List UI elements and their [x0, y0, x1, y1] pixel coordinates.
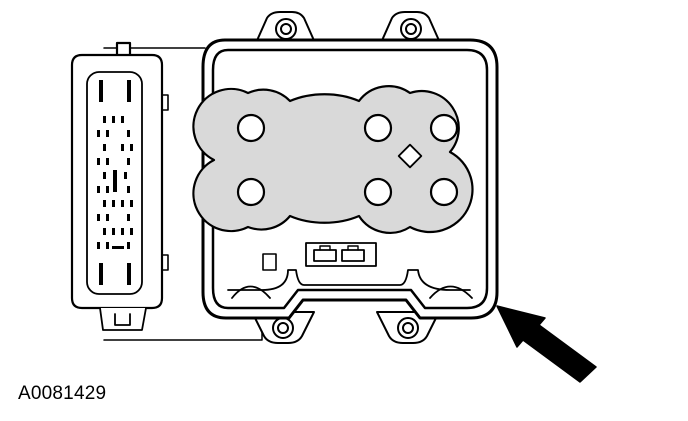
valve-port-2 — [363, 113, 393, 143]
lower-pocket-right — [429, 285, 473, 299]
connector-pins — [97, 116, 133, 249]
valve-ports — [236, 113, 459, 207]
valve-port-1 — [236, 113, 266, 143]
valve-port-5 — [363, 177, 393, 207]
connector-inner-frame — [86, 71, 143, 295]
mounting-ears — [251, 11, 442, 344]
valve-port-6 — [429, 177, 459, 207]
figure-id-label: A0081429 — [18, 383, 107, 404]
connector-latch-bars — [99, 80, 131, 285]
connector-bottom-latch — [99, 307, 147, 331]
lower-pocket-left — [231, 285, 271, 299]
valve-port-3 — [429, 113, 459, 143]
connector-top-tab — [115, 41, 132, 57]
solenoid-block — [192, 85, 474, 234]
small-square-tab — [262, 253, 277, 271]
valve-body-inner — [211, 48, 489, 310]
valve-port-4 — [236, 177, 266, 207]
pointer-arrow — [496, 305, 597, 383]
lower-channel — [227, 269, 471, 291]
pump-motor-connector — [305, 242, 377, 267]
electrical-connector — [70, 41, 169, 331]
solenoid-center-diamond — [397, 143, 423, 169]
